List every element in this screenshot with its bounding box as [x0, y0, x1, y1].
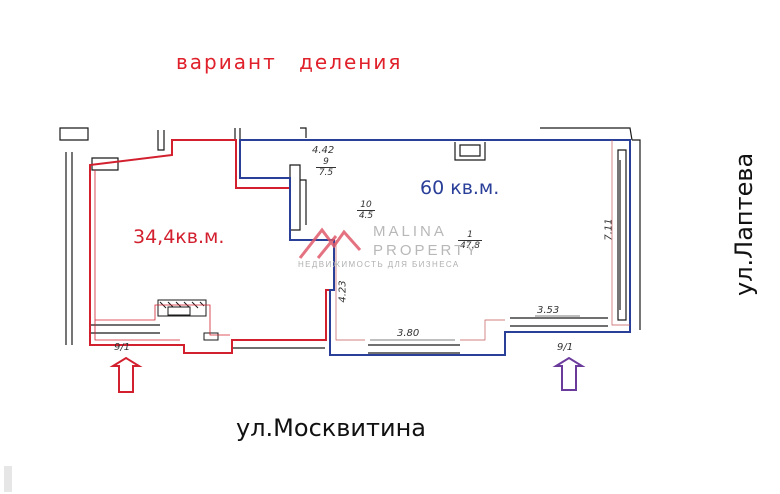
room-9-label: 9 7.5 — [316, 157, 336, 178]
entrance-right-label: 9/1 — [557, 342, 574, 353]
unit-left-area: 34,4кв.м. — [133, 226, 225, 248]
watermark-logo-icon — [298, 227, 362, 259]
dim-7-11: 7.11 — [603, 218, 615, 241]
dim-3-53: 3.53 — [537, 305, 560, 316]
entrance-arrow-left-icon — [109, 356, 143, 393]
radiator-blocks — [157, 299, 219, 341]
unit-right-area: 60 кв.м. — [420, 177, 500, 199]
variant-title: вариант деления — [176, 50, 403, 74]
dim-4-42: 4.42 — [312, 145, 335, 156]
watermark-line2: PROPERTY — [373, 242, 480, 259]
edge-marker — [4, 466, 12, 492]
room-10-area: 4.5 — [358, 211, 374, 221]
room-1-area: 47.8 — [459, 241, 481, 251]
entrance-arrow-right-icon — [552, 356, 586, 391]
watermark-name: MALINA PROPERTY — [373, 222, 479, 260]
street-label-right: ул.Лаптева — [730, 152, 758, 296]
dim-4-23: 4.23 — [337, 280, 349, 303]
entrance-left-label: 9/1 — [114, 342, 131, 353]
dimension-lines — [370, 315, 580, 341]
unit-right-inner — [335, 140, 630, 341]
unit-right-outline — [239, 139, 631, 356]
street-label-bottom: ул.Москвитина — [236, 414, 426, 442]
room-9-area: 7.5 — [318, 168, 334, 178]
unit-left-inner — [94, 170, 230, 341]
room-9-number: 9 — [316, 157, 336, 168]
watermark-subtitle: НЕДВИЖИМОСТЬ ДЛЯ БИЗНЕСА — [298, 260, 460, 269]
room-10-number: 10 — [357, 200, 375, 211]
room-1-label: 1 47.8 — [458, 230, 482, 251]
watermark-line1: MALINA — [373, 223, 447, 240]
room-1-number: 1 — [458, 230, 482, 241]
room-10-label: 10 4.5 — [357, 200, 375, 221]
dim-3-80: 3.80 — [397, 328, 420, 339]
